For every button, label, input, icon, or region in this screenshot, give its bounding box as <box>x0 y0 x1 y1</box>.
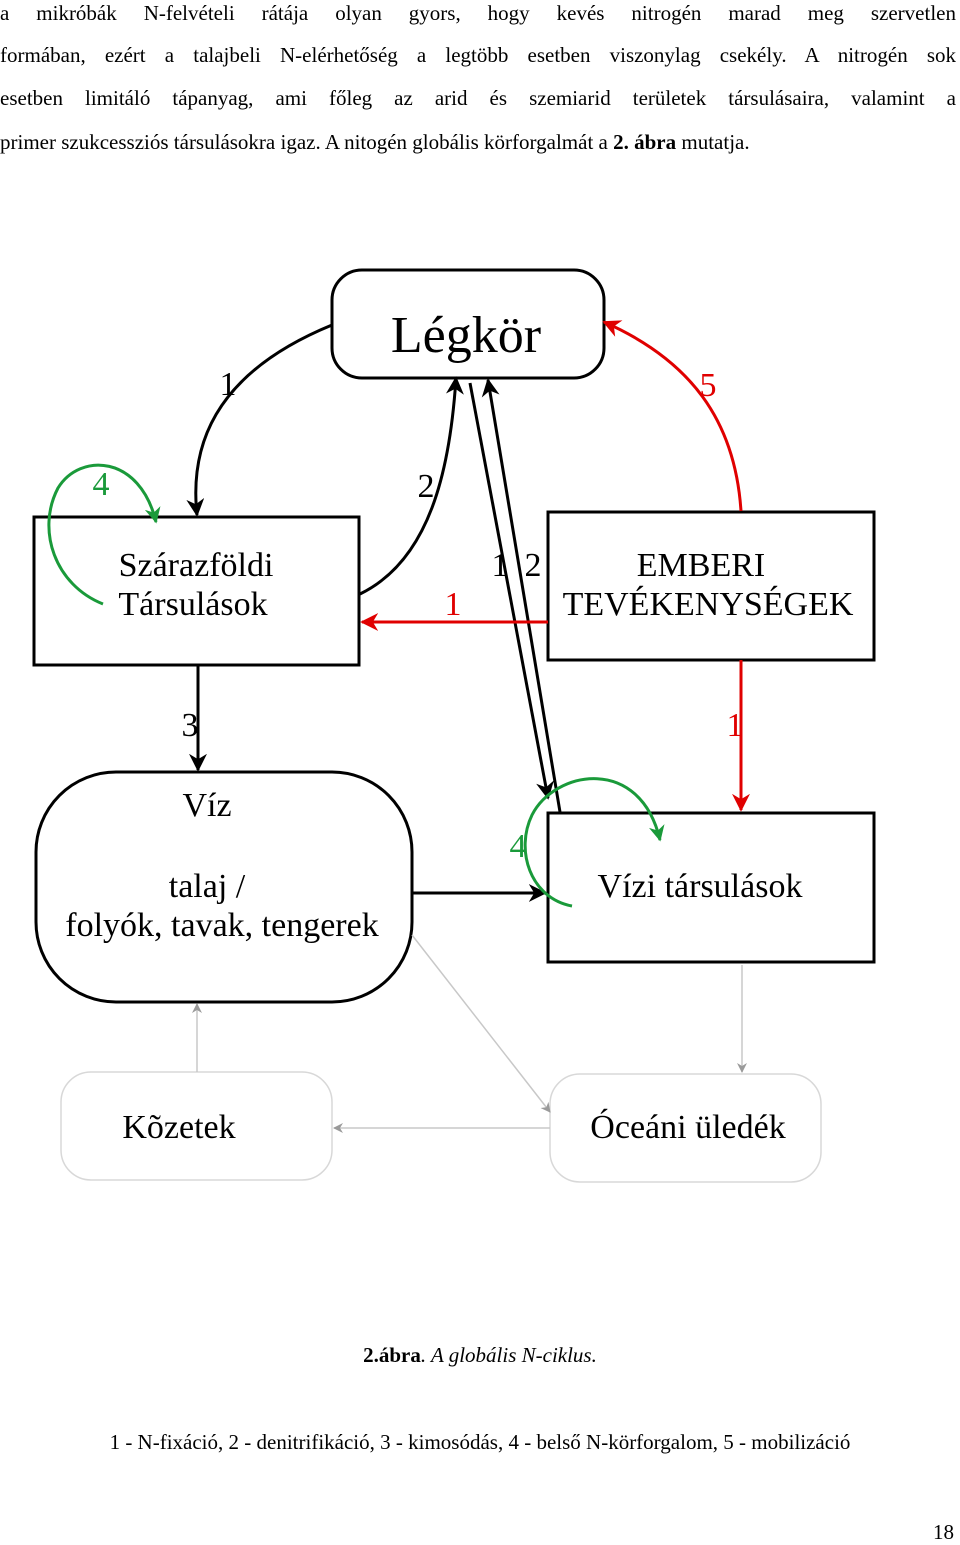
paragraph-line: esetben limitáló tápanyag, ami főleg az … <box>0 86 956 110</box>
paragraph-line: primer szukcessziós társulásokra igaz. A… <box>0 129 956 155</box>
fixation-arrow-terrestrial <box>186 323 333 517</box>
internal-cycle-arrow-terrestrial <box>47 463 161 606</box>
water-box <box>34 770 414 1004</box>
water-label-line3: folyók, tavak, tengerek <box>65 907 378 944</box>
process-label: 3 <box>182 707 199 744</box>
aquatic-communities-box <box>546 811 876 964</box>
aquatic-label: Vízi társulások <box>598 868 803 905</box>
process-label: 4 <box>510 828 527 865</box>
paragraph-text: primer szukcessziós társulásokra igaz. A… <box>0 130 614 154</box>
mobilization-arrow <box>602 320 743 512</box>
paragraph-line: formában, ezért a talajbeli N-elérhetősé… <box>0 43 956 67</box>
denitrification-arrow-aquatic <box>481 378 562 813</box>
figure-legend: 1 - N-fixáció, 2 - denitrifikáció, 3 - k… <box>109 1430 851 1454</box>
figure-reference: 2. ábra <box>613 130 677 154</box>
sediment-label: Óceáni üledék <box>590 1108 785 1146</box>
process-label: 1 <box>445 586 462 623</box>
terrestrial-communities-box <box>32 515 361 667</box>
terrestrial-label-line2: Társulások <box>118 586 267 623</box>
water-label-line1: Víz <box>182 787 231 824</box>
paragraph-line: a mikróbák N-felvételi rátája olyan gyor… <box>0 1 956 25</box>
process-label: 2 <box>418 468 435 505</box>
figure-caption: 2.ábra. A globális N-ciklus. <box>0 1343 960 1368</box>
paragraph-text: mutatja. <box>676 130 750 154</box>
internal-cycle-arrow-aquatic <box>523 777 665 908</box>
denitrification-arrow-terrestrial <box>359 376 464 596</box>
process-label: 5 <box>700 367 717 404</box>
water-label-line2: talaj / <box>169 868 246 905</box>
process-label: 1 <box>492 547 509 584</box>
human-label-line1: EMBERI <box>637 547 765 584</box>
water-to-sediment-arrow <box>411 934 551 1113</box>
figure-title: . A globális N-ciklus. <box>420 1343 597 1367</box>
process-label: 1 <box>220 366 237 403</box>
human-label-line2: TEVÉKENYSÉGEK <box>563 586 854 623</box>
process-label: 1 <box>727 707 744 744</box>
figure-number: 2.ábra <box>363 1343 421 1367</box>
terrestrial-label-line1: Szárazföldi <box>119 547 274 584</box>
atmosphere-label: Légkör <box>391 307 541 364</box>
human-activities-box <box>546 510 876 662</box>
process-label: 2 <box>525 547 542 584</box>
page-number: 18 <box>933 1520 954 1544</box>
fixation-arrow-aquatic <box>468 382 554 800</box>
process-label: 4 <box>93 466 110 503</box>
rocks-label: Kõzetek <box>122 1109 235 1146</box>
